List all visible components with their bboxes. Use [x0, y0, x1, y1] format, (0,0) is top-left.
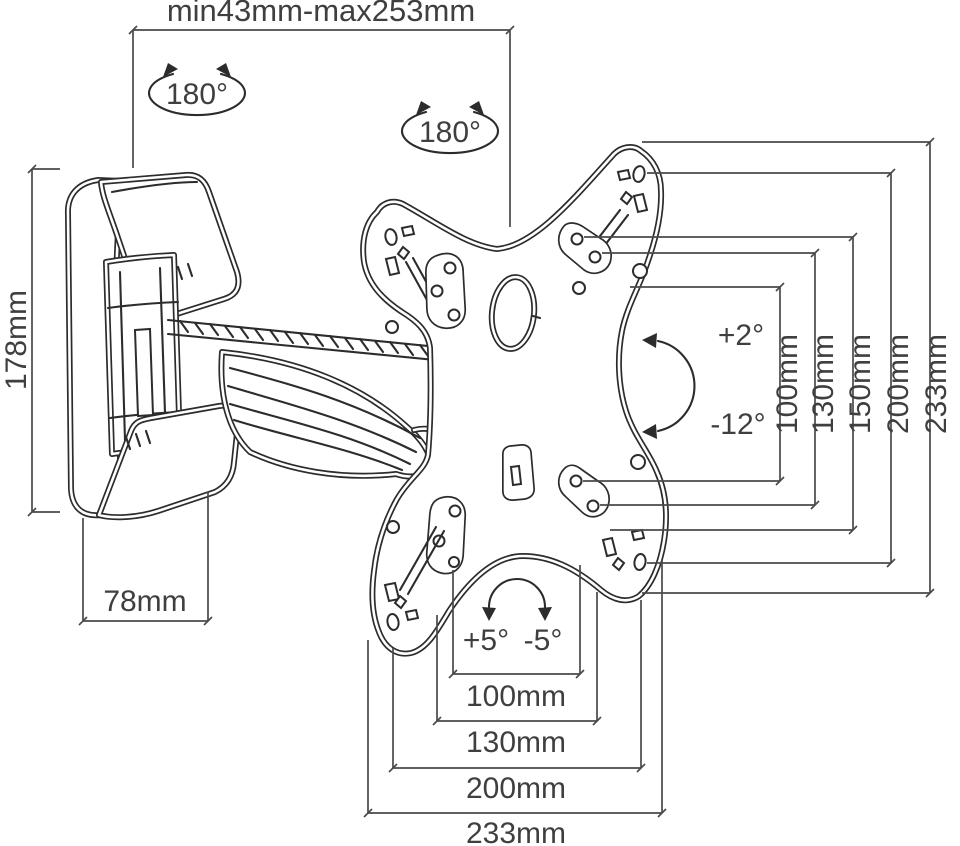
- horizontal-dimension-100: 100mm: [448, 565, 585, 713]
- slot-cutout: [384, 255, 401, 277]
- label-wall-plate-depth: 78mm: [103, 585, 186, 618]
- horizontal-dimension-130: 130mm: [432, 592, 602, 759]
- arm-top-bar: [166, 318, 470, 365]
- vertical-dimension-150: 150mm: [584, 232, 877, 535]
- label-vertical-dim-233: 233mm: [920, 334, 953, 434]
- arrowhead: [416, 101, 431, 115]
- top-cover-crease: [110, 180, 199, 194]
- middle-plate-details: [106, 266, 180, 444]
- vertical-dimension-100: 100mm: [583, 282, 804, 486]
- swivel-180-left: 180°: [147, 63, 247, 117]
- vesa-plate-drawing: [360, 144, 669, 657]
- diamond-cutout: [393, 594, 408, 610]
- arrowhead: [642, 333, 657, 348]
- bottom-cover-ribs: [124, 429, 152, 451]
- bridge-hole: [448, 556, 460, 568]
- mount-hole-oval: [386, 613, 400, 631]
- label-rotation-ccw: -5°: [524, 624, 563, 657]
- horizontal-dimension-200: 200mm: [388, 600, 646, 805]
- vesa-lobe-bottom-left: [383, 495, 467, 631]
- vesa-center-clip-window: [509, 464, 523, 487]
- label-horizontal-dim-233: 233mm: [466, 817, 566, 846]
- vesa-plate-outline: [360, 144, 669, 657]
- diamond-cutout: [611, 556, 626, 572]
- arrowhead: [469, 101, 484, 115]
- corner-hole: [572, 281, 586, 295]
- square-cutout: [404, 608, 420, 622]
- vertical-dimension-233: 233mm: [642, 137, 953, 598]
- arm-layer-curves: [226, 366, 422, 472]
- label-vertical-dim-100: 100mm: [771, 334, 804, 434]
- vertical-dimension-200: 200mm: [647, 168, 915, 568]
- bridge-hole: [443, 261, 457, 275]
- label-tilt-down: -12°: [710, 408, 765, 441]
- bridge-hole: [448, 504, 462, 518]
- bridge-hole: [586, 499, 600, 513]
- square-cutout: [400, 224, 416, 238]
- vesa-lobe-top-left: [384, 224, 467, 334]
- arm-top-bar-hatching: [178, 319, 460, 361]
- arrowhead: [538, 607, 552, 621]
- arrowhead: [482, 607, 496, 621]
- label-extension-range: min43mm-max253mm: [167, 0, 475, 28]
- label-tilt-up: +2°: [718, 319, 764, 352]
- middle-plate-slot: [133, 327, 155, 418]
- swivel-180-right: 180°: [400, 101, 500, 155]
- label-horizontal-dim-100: 100mm: [466, 680, 566, 713]
- label-horizontal-dim-130: 130mm: [466, 726, 566, 759]
- corner-hole: [386, 520, 400, 534]
- label-vertical-dim-150: 150mm: [844, 334, 877, 434]
- horizontal-dimension-233: 233mm: [363, 560, 667, 846]
- large-hole: [630, 454, 646, 470]
- swivel-angle-annotation: +5° -5°: [463, 577, 563, 657]
- arrowhead: [216, 63, 231, 77]
- bridge-hole: [570, 232, 584, 246]
- top-extension-dimension: min43mm-max253mm: [128, 0, 515, 227]
- label-wall-plate-height: 178mm: [0, 290, 33, 390]
- rotation-arc: [487, 577, 547, 609]
- vesa-center-hole-tick: [531, 314, 542, 320]
- bridge-hole: [588, 250, 602, 264]
- label-vertical-dim-200: 200mm: [882, 334, 915, 434]
- rotation-arc: [147, 72, 247, 117]
- label-swivel-right: 180°: [419, 116, 481, 149]
- tilt-angle-annotation: +2° -12°: [642, 319, 766, 441]
- tilt-arc: [656, 339, 696, 433]
- label-horizontal-dim-200: 200mm: [466, 772, 566, 805]
- label-swivel-left: 180°: [166, 78, 228, 111]
- mount-hole-oval: [633, 553, 647, 571]
- square-cutout: [630, 528, 646, 542]
- depth-dimension-78: 78mm: [78, 492, 213, 626]
- bridge-hole: [447, 308, 461, 322]
- label-vertical-dim-130: 130mm: [807, 334, 840, 434]
- bridge-edges: [398, 525, 446, 596]
- mount-hole-oval: [384, 228, 398, 246]
- diamond-cutout: [619, 190, 634, 206]
- slot-cutout: [632, 192, 649, 214]
- vertical-dimension-130: 130mm: [600, 248, 840, 510]
- mount-hole-oval: [632, 165, 646, 183]
- label-rotation-cw: +5°: [463, 624, 509, 657]
- arrowhead: [642, 424, 657, 439]
- wall-plate-drawing: [64, 171, 242, 521]
- large-hole: [632, 263, 648, 279]
- rotation-arc: [400, 110, 500, 155]
- vesa-lobe-top-right: [557, 165, 649, 295]
- bridge-hole: [569, 474, 583, 488]
- square-cutout: [616, 168, 632, 182]
- bridge-hole: [430, 284, 444, 298]
- diamond-cutout: [396, 245, 411, 261]
- corner-hole: [385, 320, 399, 334]
- arrowhead: [163, 63, 178, 77]
- height-dimension-178: 178mm: [0, 164, 60, 517]
- slot-cutout: [601, 536, 618, 558]
